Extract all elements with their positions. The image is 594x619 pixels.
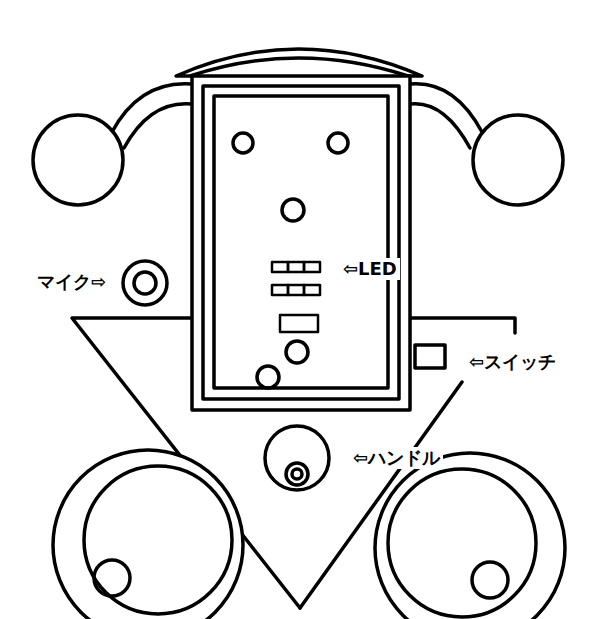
wheel-hub (472, 562, 508, 598)
handle-knob (286, 463, 308, 485)
switch (415, 345, 445, 368)
body-frame (192, 76, 410, 410)
hole (257, 366, 279, 388)
arm (410, 104, 470, 148)
led-array (272, 262, 320, 332)
arm (410, 84, 482, 132)
body-outline (410, 318, 515, 333)
part-label: ⇦ハンドル (350, 447, 443, 469)
wheel (53, 450, 243, 619)
hole (282, 199, 304, 221)
wheel-hub (94, 560, 130, 596)
part-label: ⇦スイッチ (466, 351, 559, 373)
wheel (388, 469, 536, 617)
panel (214, 96, 388, 388)
mic (134, 272, 156, 294)
body-frame (203, 86, 399, 399)
arm (112, 84, 192, 132)
hole (233, 133, 253, 153)
hole (328, 133, 348, 153)
mic (123, 261, 167, 305)
handle (265, 426, 329, 490)
ear (33, 115, 123, 205)
ear (473, 115, 563, 205)
hole (286, 341, 308, 363)
head-band (176, 49, 422, 76)
wheel (84, 466, 232, 614)
wheel (375, 453, 565, 619)
arm (124, 104, 192, 148)
part-label: ⇦LED (340, 258, 400, 280)
handle-knob (292, 469, 302, 479)
part-label: マイク⇨ (34, 271, 109, 293)
